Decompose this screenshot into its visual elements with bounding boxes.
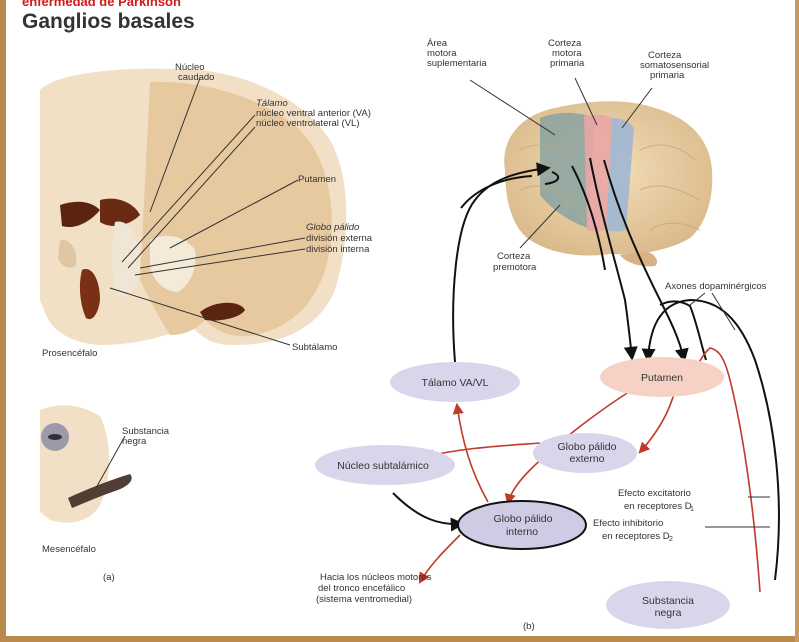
node-globo-ext-2: externo: [569, 453, 604, 465]
node-globo-int-2: interno: [506, 526, 538, 538]
node-putamen-label: Putamen: [641, 372, 683, 384]
label-excit-2: en receptores D: [624, 501, 692, 512]
label-premotora-2: premotora: [493, 262, 537, 273]
node-talamo: Tálamo VA/VL: [390, 362, 520, 402]
label-globo: Globo pálido: [306, 222, 359, 233]
label-soma-3: primaria: [650, 70, 685, 81]
label-inhib-2: en receptores D: [602, 531, 670, 542]
label-axones: Axones dopaminérgicos: [665, 281, 767, 292]
node-putamen: Putamen: [600, 357, 724, 397]
label-prosencefalo: Prosencéfalo: [42, 348, 97, 359]
node-substancia-1: Substancia: [642, 595, 694, 607]
node-globo-int-1: Globo pálido: [494, 513, 553, 525]
label-inhib-d2: 2: [669, 536, 673, 543]
label-caudado-2: caudado: [178, 72, 214, 83]
node-substancia-2: negra: [655, 607, 682, 619]
midbrain-section: [40, 405, 132, 522]
node-talamo-label: Tálamo VA/VL: [422, 377, 489, 389]
label-mesencefalo: Mesencéfalo: [42, 544, 96, 555]
label-premotora-1: Corteza: [497, 251, 531, 262]
label-substancia-a-2: negra: [122, 436, 147, 447]
node-subtalamico: Núcleo subtalámico: [315, 445, 455, 485]
label-hacia-3: (sistema ventromedial): [316, 594, 412, 605]
lateral-brain: [504, 101, 712, 266]
label-excit-1: Efecto excitatorio: [618, 488, 691, 499]
label-excit-d1: 1: [690, 506, 694, 513]
node-globo-ext: Globo pálido externo: [533, 433, 637, 473]
node-globo-ext-1: Globo pálido: [558, 441, 617, 453]
node-substancia: Substancia negra: [606, 581, 730, 629]
label-vl: núcleo ventrolateral (VL): [256, 118, 360, 129]
label-inhib-1: Efecto inhibitorio: [593, 518, 663, 529]
node-subtalamico-label: Núcleo subtalámico: [337, 460, 429, 472]
label-hacia-2: del tronco encefálico: [318, 583, 405, 594]
label-div-ext: división externa: [306, 233, 373, 244]
label-putamen-a: Putamen: [298, 174, 336, 185]
node-globo-int: Globo pálido interno: [458, 501, 586, 549]
panel-b-letter: (b): [523, 621, 535, 632]
arrow-subtalamico-to-globo-int: [393, 493, 462, 524]
label-motora-3: primaria: [550, 58, 585, 69]
dopa-leaders: [690, 293, 770, 527]
label-area-3: suplementaria: [427, 58, 487, 69]
label-div-int: división interna: [306, 244, 370, 255]
panel-a-letter: (a): [103, 572, 115, 583]
label-subtalamo: Subtálamo: [292, 342, 337, 353]
arrow-putamen-to-globo-ext: [640, 390, 675, 452]
label-hacia-1: Hacia los núcleos motores: [320, 572, 432, 583]
arrow-globo-int-to-talamo: [457, 405, 488, 502]
